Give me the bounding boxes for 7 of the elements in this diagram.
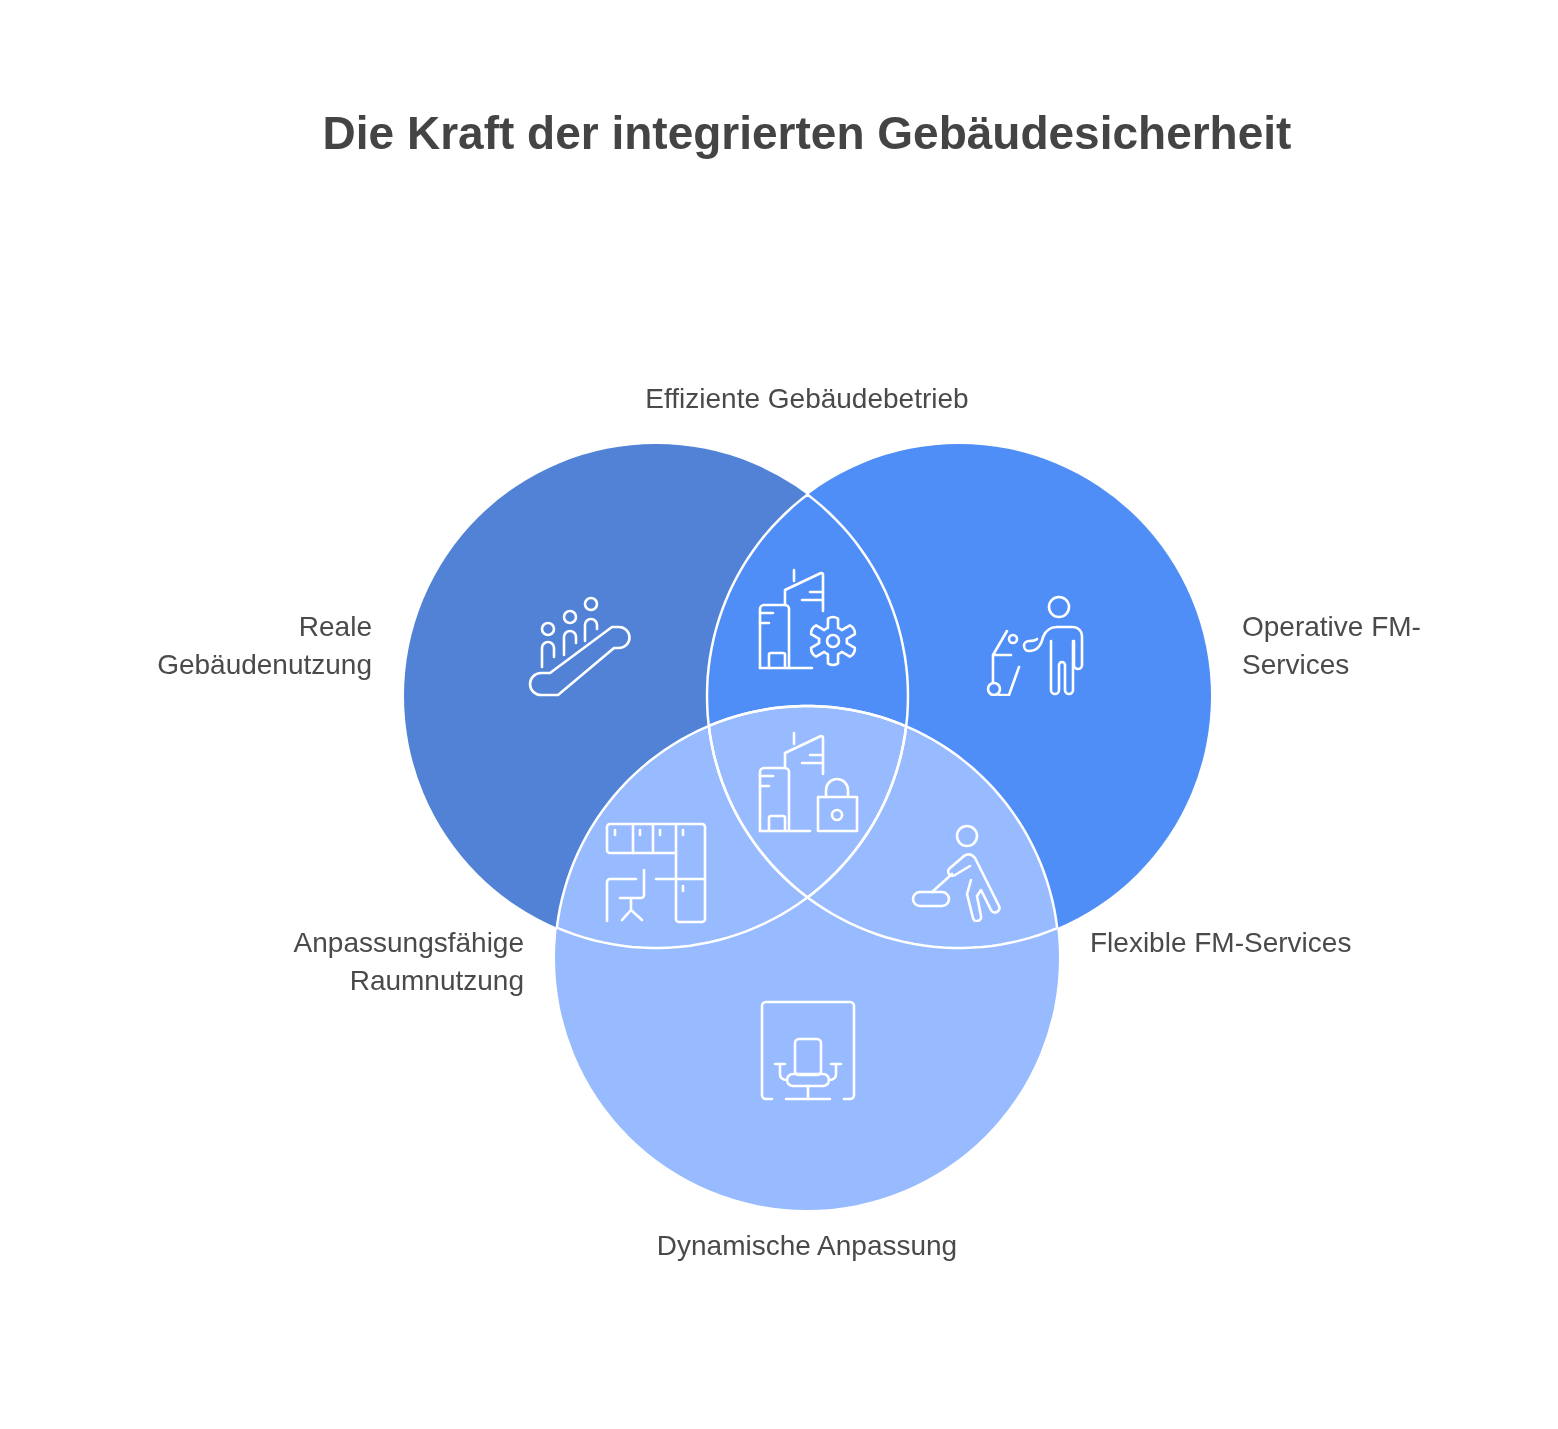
overlap-label: Anpassungsfähige Raumnutzung	[292, 926, 524, 998]
circle-label: Dynamische Anpassung	[655, 1229, 959, 1263]
circle-label: Operative FM-Services	[1242, 610, 1422, 682]
overlap-label: Flexible FM-Services	[1090, 926, 1353, 960]
title: Die Kraft der integrierten Gebäudesicherheit	[322, 106, 1292, 161]
circle-label: Reale Gebäudenutzung	[156, 610, 372, 682]
overlap-label: Effiziente Gebäudebetrieb	[644, 382, 970, 416]
